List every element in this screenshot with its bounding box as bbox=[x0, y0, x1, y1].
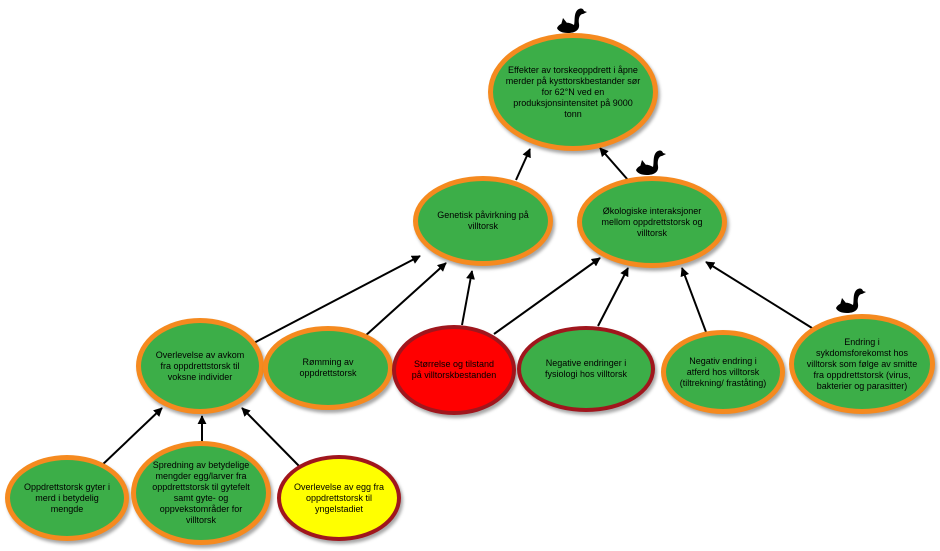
node-egg-spread: Spredning av betydelige mengder egg/larv… bbox=[131, 441, 271, 545]
black-swan-icon bbox=[557, 8, 587, 33]
arrow-disease-to-ecological bbox=[705, 261, 813, 329]
node-escape-label: Rømming av oppdrettstorsk bbox=[299, 357, 357, 378]
arrow-behaviour-to-ecological bbox=[680, 267, 707, 333]
node-escape: Rømming av oppdrettstorsk bbox=[263, 326, 393, 410]
node-stock-size-label: Størrelse og tilstand på villtorskbestan… bbox=[411, 359, 497, 380]
arrow-ecological-to-top bbox=[599, 147, 629, 181]
node-disease-label: Endring i sykdomsforekomst hos villtorsk… bbox=[806, 336, 918, 391]
node-genetic-impact-label: Genetisk påvirkning på villtorsk bbox=[437, 210, 529, 231]
node-behaviour-label: Negativ endring i atferd hos villtorsk (… bbox=[679, 355, 767, 388]
arrow-survival-to-genetic bbox=[249, 255, 421, 346]
black-swan-icon bbox=[636, 150, 666, 175]
node-egg-survival-label: Overlevelse av egg fra oppdrettstorsk ti… bbox=[293, 481, 385, 514]
node-ecological-interactions: Økologiske interaksjoner mellom oppdrett… bbox=[577, 176, 727, 268]
arrow-physiology-to-ecological bbox=[597, 267, 629, 327]
node-offspring-survival-label: Overlevelse av avkom fra oppdrettstorsk … bbox=[155, 349, 245, 382]
node-physiology-label: Negative endringer i fysiologi hos villt… bbox=[544, 358, 628, 379]
node-top-effects: Effekter av torskeoppdrett i åpne merder… bbox=[488, 33, 658, 151]
arrow-size-to-genetic bbox=[461, 270, 475, 326]
arrow-egg-survival-to-survival bbox=[241, 407, 301, 468]
node-spawn-pen-label: Oppdrettstorsk gyter i merd i betydelig … bbox=[23, 481, 111, 514]
node-physiology: Negative endringer i fysiologi hos villt… bbox=[517, 326, 655, 412]
arrow-size-to-ecological bbox=[493, 257, 601, 335]
node-egg-survival: Overlevelse av egg fra oppdrettstorsk ti… bbox=[277, 455, 401, 541]
node-spawn-pen: Oppdrettstorsk gyter i merd i betydelig … bbox=[5, 455, 129, 541]
black-swan-icon bbox=[836, 288, 866, 313]
arrow-escape-to-genetic bbox=[363, 262, 447, 338]
node-behaviour: Negativ endring i atferd hos villtorsk (… bbox=[661, 330, 785, 414]
arrow-genetic-to-top bbox=[515, 148, 531, 181]
node-egg-spread-label: Spredning av betydelige mengder egg/larv… bbox=[152, 460, 250, 525]
node-offspring-survival: Overlevelse av avkom fra oppdrettstorsk … bbox=[136, 318, 264, 414]
node-stock-size: Størrelse og tilstand på villtorskbestan… bbox=[392, 325, 516, 415]
node-genetic-impact: Genetisk påvirkning på villtorsk bbox=[413, 176, 553, 266]
node-disease: Endring i sykdomsforekomst hos villtorsk… bbox=[789, 314, 935, 414]
arrow-spawn-pen-to-survival bbox=[99, 407, 163, 468]
node-ecological-interactions-label: Økologiske interaksjoner mellom oppdrett… bbox=[601, 205, 703, 238]
node-top-effects-label: Effekter av torskeoppdrett i åpne merder… bbox=[505, 64, 641, 119]
